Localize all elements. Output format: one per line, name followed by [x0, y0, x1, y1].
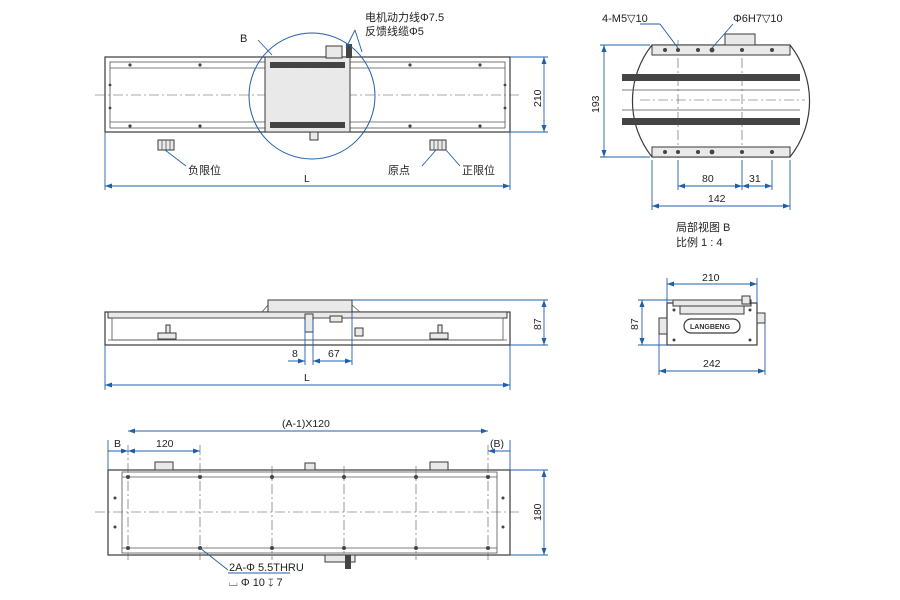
detail-circle-outline — [631, 44, 811, 158]
bottom-b-right: (B) — [490, 438, 504, 450]
bottom-dim-120: 120 — [156, 438, 174, 450]
end-brand-text: LANGBENG — [690, 324, 731, 331]
top-carriage — [264, 56, 351, 133]
origin-switch — [429, 139, 447, 151]
bottom-view: (A-1)X120 B 120 (B) 180 2A-Φ 5.5THRU ⌴ Φ… — [95, 418, 548, 589]
bottom-height-dim: 180 — [532, 503, 544, 521]
side-length-dim: L — [304, 372, 310, 384]
detail-dim-31: 31 — [749, 173, 761, 185]
detail-thread-label: 4-M5▽10 — [602, 13, 648, 25]
neg-limit-switch — [157, 139, 175, 151]
top-view: B 电机动力线Φ7.5 反馈线缆Φ5 负限位 原点 正限位 L 210 — [95, 10, 548, 190]
side-view: 87 8 67 L — [104, 299, 548, 390]
detail-pin-label: Φ6H7▽10 — [733, 13, 783, 25]
bottom-body-outline — [107, 469, 511, 556]
detail-width-dim: 142 — [708, 193, 726, 205]
top-length-dim: L — [304, 173, 310, 185]
bottom-counterbore-label: ⌴ Φ 10 ↧ 7 — [229, 577, 283, 589]
detail-view-b: 4-M5▽10 Φ6H7▽10 193 80 31 142 局部视图 B 比例 … — [590, 13, 811, 249]
end-logo-plate — [683, 318, 741, 334]
bottom-hole-label: 2A-Φ 5.5THRU — [229, 562, 304, 574]
side-height-dim: 87 — [532, 318, 544, 330]
end-height-dim: 87 — [629, 318, 641, 330]
top-height-dim: 210 — [532, 89, 544, 107]
detail-dim-80: 80 — [702, 173, 714, 185]
side-dim-67: 67 — [328, 348, 340, 360]
detail-height-dim: 193 — [590, 95, 602, 113]
side-dim-8: 8 — [292, 348, 298, 360]
neg-limit-label: 负限位 — [188, 163, 221, 177]
bottom-holes — [113, 475, 505, 550]
detail-b-circle — [248, 32, 376, 160]
top-cable-connector — [325, 45, 343, 59]
side-carriage — [267, 299, 353, 313]
detail-view-scale: 比例 1 : 4 — [676, 235, 722, 249]
motor-cable-label: 电机动力线Φ7.5 — [365, 10, 444, 24]
pos-limit-label: 正限位 — [462, 163, 495, 177]
bottom-pitch-lines — [127, 445, 489, 560]
end-bottom-dim: 242 — [703, 358, 721, 370]
feedback-cable-label: 反馈线缆Φ5 — [365, 24, 424, 38]
end-top-dim: 210 — [702, 272, 720, 284]
bottom-pitch-dim: (A-1)X120 — [282, 418, 330, 430]
bottom-b-left: B — [114, 438, 121, 450]
origin-label: 原点 — [388, 164, 410, 177]
detail-view-title: 局部视图 B — [676, 220, 730, 234]
end-view: LANGBENG 210 87 242 — [629, 272, 766, 375]
callout-b-label: B — [240, 33, 247, 45]
